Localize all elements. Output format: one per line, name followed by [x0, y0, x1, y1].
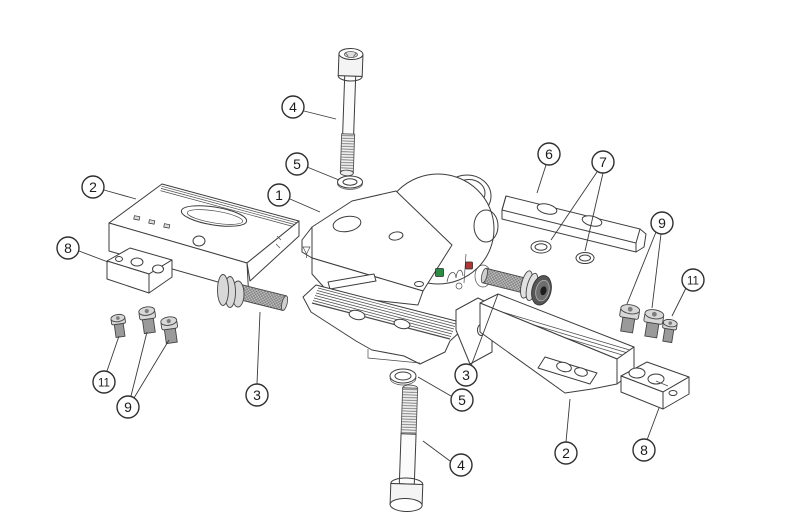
- callout-7-rings: 7: [550, 150, 615, 252]
- hex-socket: [651, 311, 657, 317]
- callout-5-bottom: 5: [417, 376, 474, 412]
- hex-socket: [166, 318, 171, 324]
- torx-socket: [668, 321, 673, 325]
- plate-tick-marks: [133, 215, 171, 229]
- svg-text:9: 9: [658, 215, 666, 231]
- svg-text:1: 1: [275, 187, 283, 203]
- screw-threads: [400, 387, 419, 435]
- spring-detail: [446, 269, 464, 283]
- callout-3-left: 3: [245, 311, 269, 407]
- tool-slot: [327, 273, 377, 290]
- block-hole: [130, 257, 144, 267]
- svg-text:2: 2: [562, 445, 570, 461]
- callout-8-right: 8: [632, 407, 660, 462]
- bar-hole: [536, 203, 558, 215]
- callout-11-left: 11: [92, 335, 120, 394]
- part-right-clamp-block: [620, 361, 690, 410]
- red-indicator-marker: [465, 261, 473, 270]
- part-right-button-screw-2: [643, 309, 665, 339]
- part-bottom-screw: [389, 384, 424, 512]
- part-right-thumbscrew: [480, 267, 552, 306]
- part-left-slide-plate: [108, 183, 300, 301]
- part-seal-ring-2: [575, 252, 595, 264]
- plate-hole: [556, 361, 572, 373]
- svg-text:3: 3: [253, 387, 261, 403]
- callout-6-bar: 6: [536, 142, 561, 194]
- callout-5-top: 5: [285, 152, 340, 181]
- part-right-countersunk-screw: [662, 318, 678, 344]
- part-top-screw: [337, 48, 364, 177]
- hex-socket: [144, 308, 149, 314]
- body-hole: [388, 231, 404, 241]
- svg-text:9: 9: [124, 399, 132, 415]
- green-indicator-marker: [435, 268, 444, 277]
- part-left-button-screw-1: [138, 306, 156, 335]
- svg-text:7: 7: [599, 154, 607, 170]
- svg-text:5: 5: [293, 156, 301, 172]
- callout-4-bottom: 4: [422, 440, 473, 477]
- callout-8-left: 8: [56, 236, 109, 263]
- svg-text:4: 4: [289, 99, 297, 115]
- thumbscrew-shaft: [237, 284, 287, 311]
- part-left-countersunk-screw: [110, 313, 126, 339]
- part-left-thumbscrew: [217, 274, 289, 311]
- part-left-button-screw-2: [160, 316, 178, 345]
- thumbscrew-shaft: [482, 267, 526, 294]
- part-seal-ring-1: [530, 240, 552, 254]
- block-hole: [668, 390, 678, 396]
- callout-9-right: 9: [626, 211, 674, 309]
- callout-3-right: 3: [454, 293, 499, 387]
- part-main-body: [301, 173, 499, 365]
- jaw-hole: [348, 309, 366, 321]
- callout-2-right: 2: [554, 398, 578, 465]
- part-clamp-bar: [501, 195, 647, 253]
- screw-threads: [339, 133, 356, 174]
- plate-end-marks: [275, 235, 282, 249]
- part-bottom-washer: [389, 368, 417, 386]
- svg-text:2: 2: [89, 179, 97, 195]
- part-right-slide-plate: [479, 293, 635, 394]
- callout-1-main-body: 1: [267, 183, 321, 213]
- svg-text:4: 4: [457, 457, 465, 473]
- hex-socket: [627, 306, 633, 312]
- plate-grooves: [160, 185, 299, 228]
- body-lower-jaw: [302, 284, 463, 365]
- svg-text:11: 11: [98, 378, 110, 390]
- part-right-button-screw-1: [619, 304, 641, 334]
- callout-4-top: 4: [281, 95, 337, 120]
- datum-arrow: [302, 246, 311, 258]
- plate-slot: [180, 205, 248, 227]
- torx-socket: [116, 316, 120, 320]
- body-hole: [332, 215, 362, 233]
- callout-11-right: 11: [671, 268, 705, 317]
- block-hole: [647, 373, 665, 385]
- block-hole: [152, 264, 164, 274]
- hex-socket: [344, 51, 358, 58]
- svg-text:5: 5: [458, 392, 466, 408]
- part-top-washer: [337, 175, 363, 190]
- part-left-clamp-block: [106, 247, 173, 294]
- block-hole: [115, 256, 123, 262]
- rail-grooves: [311, 287, 457, 340]
- svg-text:8: 8: [64, 240, 72, 256]
- jaw-hole: [393, 318, 411, 330]
- block-hole: [628, 367, 646, 379]
- svg-text:6: 6: [545, 146, 553, 162]
- svg-text:8: 8: [640, 442, 648, 458]
- plate-hole: [192, 235, 206, 247]
- callout-9-left: 9: [116, 331, 170, 419]
- body-hole: [414, 281, 424, 287]
- svg-text:3: 3: [462, 367, 470, 383]
- svg-text:11: 11: [687, 276, 699, 288]
- callout-2-left: 2: [81, 175, 137, 200]
- plate-hole: [574, 367, 588, 377]
